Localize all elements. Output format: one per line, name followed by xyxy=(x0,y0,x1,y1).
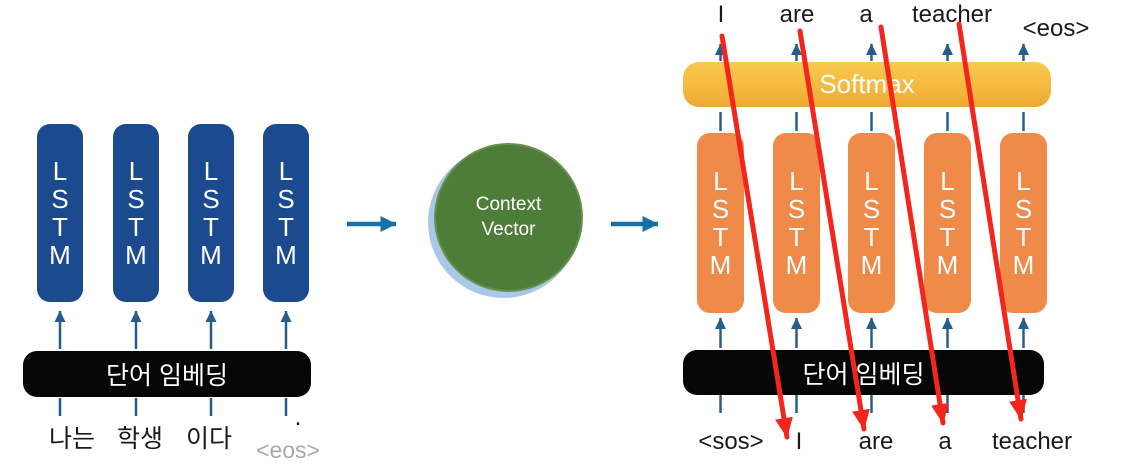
softmax-label: Softmax xyxy=(819,69,915,99)
encoder-up-arrows xyxy=(54,310,292,349)
encoder-lstm-block-1: L S T M xyxy=(37,124,83,302)
decoder-input-word-5: teacher xyxy=(991,428,1073,455)
lstm-label: L S T M xyxy=(785,166,808,280)
decoder-output-word-4: teacher xyxy=(911,1,993,28)
encoder-lstm-block-3: L S T M xyxy=(188,124,234,302)
lstm-label: L S T M xyxy=(275,156,297,270)
lstm-label: L S T M xyxy=(936,166,959,280)
encoder-lstm-block-2: L S T M xyxy=(113,124,159,302)
decoder-embedding-bar: 단어 임베딩 xyxy=(683,350,1044,395)
encoder-embedding-bar: 단어 임베딩 xyxy=(23,351,311,397)
decoder-input-word-3: are xyxy=(858,428,894,455)
decoder-lstm-block-2: L S T M xyxy=(773,133,820,313)
decoder-lstm-block-5: L S T M xyxy=(1000,133,1047,313)
lstm-label: L S T M xyxy=(860,166,883,280)
encoder-input-word-2: 학생 xyxy=(116,425,164,453)
encoder-word-stubs xyxy=(58,398,288,416)
context-vector-circle: Context Vector xyxy=(434,143,583,292)
decoder-lstm-block-1: L S T M xyxy=(697,133,744,313)
decoder-input-word-2: I xyxy=(795,428,803,455)
decoder-lstm-block-3: L S T M xyxy=(848,133,895,313)
encoder-input-word-3: 이다 xyxy=(185,425,233,453)
decoder-embedding-label: 단어 임베딩 xyxy=(802,360,925,389)
decoder-input-sos-token: <sos> xyxy=(698,428,764,455)
encoder-input-word-1: 나는 xyxy=(48,425,96,453)
encoder-lstm-block-4: L S T M xyxy=(263,124,309,302)
decoder-output-word-3: a xyxy=(859,1,873,28)
lstm-label: L S T M xyxy=(200,156,222,270)
decoder-word-stubs xyxy=(719,395,1025,413)
encoder-embedding-label: 단어 임베딩 xyxy=(106,362,228,390)
encoder-eos-token: <eos> xyxy=(256,437,320,463)
decoder-output-word-1: I xyxy=(717,1,725,28)
decoder-input-word-4: a xyxy=(938,428,952,455)
context-vector-label: Context Vector xyxy=(475,193,542,240)
decoder-lstm-block-4: L S T M xyxy=(924,133,971,313)
softmax-output-arrows xyxy=(715,43,1029,61)
lstm-label: L S T M xyxy=(49,156,71,270)
dot-above-eos: . xyxy=(294,404,302,431)
decoder-output-eos-token: <eos> xyxy=(1022,15,1090,42)
softmax-bar: Softmax xyxy=(683,62,1051,107)
decoder-up-arrows xyxy=(715,317,1029,348)
lstm-label: L S T M xyxy=(125,156,147,270)
decoder-output-word-2: are xyxy=(779,1,815,28)
lstm-label: L S T M xyxy=(1012,166,1035,280)
lstm-softmax-stubs xyxy=(719,112,1025,131)
lstm-label: L S T M xyxy=(709,166,732,280)
